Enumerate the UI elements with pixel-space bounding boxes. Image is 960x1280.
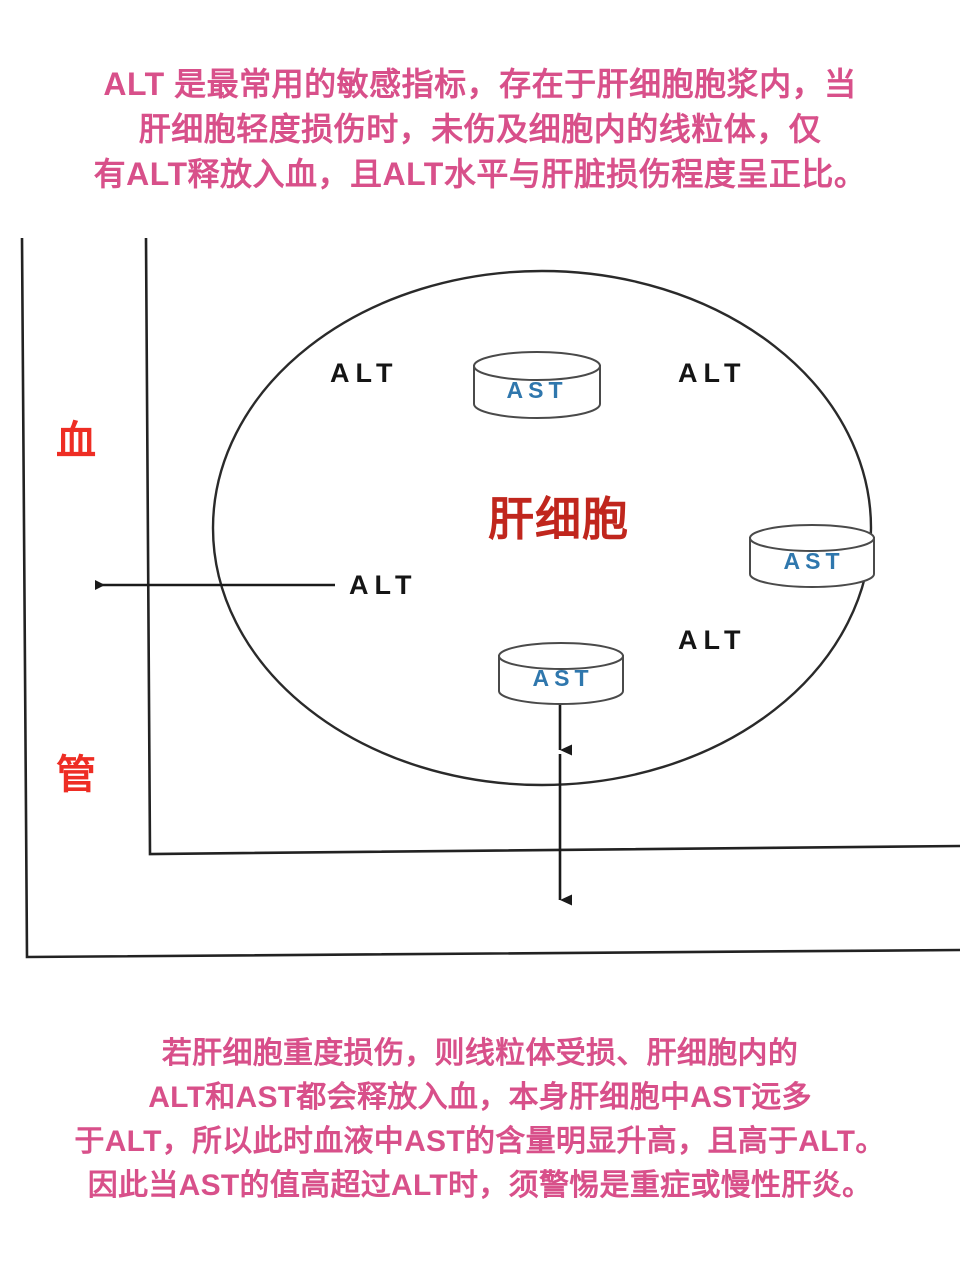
vessel-inner-wall xyxy=(144,237,960,856)
top-caption-line-2: 肝细胞轻度损伤时，未伤及细胞内的线粒体，仅 xyxy=(138,111,822,147)
top-caption: ALT 是最常用的敏感指标，存在于肝细胞胞浆内，当 肝细胞轻度损伤时，未伤及细胞… xyxy=(0,62,960,197)
diagram-canvas: AST AST AST xyxy=(20,237,960,959)
alt-label-top-left: ALT xyxy=(330,358,399,388)
ast-organelle-top-label: AST xyxy=(507,377,568,403)
cell-label: 肝细胞 xyxy=(488,492,629,546)
hepatocyte-diagram: AST AST AST ALT ALT ALT ALT 肝细胞 血 管 xyxy=(0,222,960,1012)
alt-label-top-right: ALT xyxy=(678,358,747,388)
alt-label-bottom-right: ALT xyxy=(678,625,747,655)
bottom-caption-line-4: 因此当AST的值高超过ALT时，须警惕是重症或慢性肝炎。 xyxy=(87,1169,873,1202)
ast-organelle-bottom-label: AST xyxy=(533,665,594,691)
top-caption-line-1: ALT 是最常用的敏感指标，存在于肝细胞胞浆内，当 xyxy=(103,66,857,102)
ast-organelle-right: AST xyxy=(749,524,875,588)
bottom-caption-line-1: 若肝细胞重度损伤，则线粒体受损、肝细胞内的 xyxy=(161,1037,799,1070)
alt-label-middle-left: ALT xyxy=(349,570,418,600)
ast-organelle-bottom: AST xyxy=(498,642,624,705)
ast-organelle-right-label: AST xyxy=(784,548,845,574)
bottom-caption-line-3: 于ALT，所以此时血液中AST的含量明显升高，且高于ALT。 xyxy=(74,1125,886,1158)
ast-organelle-top: AST xyxy=(473,351,601,419)
top-caption-line-3: 有ALT释放入血，且ALT水平与肝脏损伤程度呈正比。 xyxy=(93,156,867,192)
vessel-label-bottom: 管 xyxy=(56,752,96,798)
bottom-caption: 若肝细胞重度损伤，则线粒体受损、肝细胞内的 ALT和AST都会释放入血，本身肝细… xyxy=(0,1032,960,1208)
cell-membrane xyxy=(211,269,873,787)
bottom-caption-line-2: ALT和AST都会释放入血，本身肝细胞中AST远多 xyxy=(148,1081,812,1114)
vessel-label-top: 血 xyxy=(56,418,96,464)
vessel-outer-wall xyxy=(20,237,960,959)
